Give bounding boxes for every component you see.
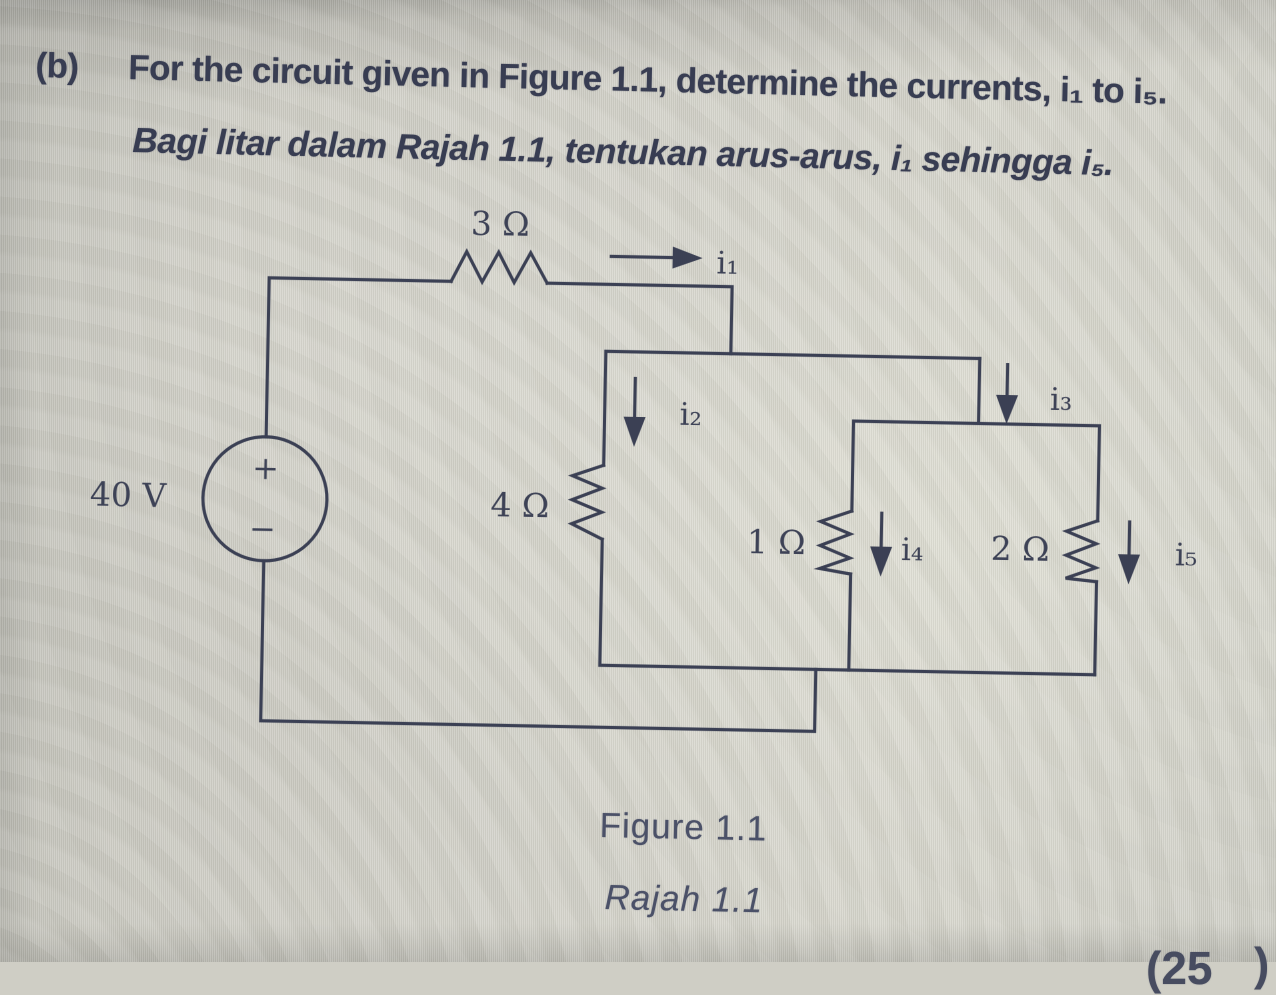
- voltage-source-plus-sign: +: [252, 449, 280, 488]
- paren-fragment-cutoff: ): [1254, 938, 1270, 990]
- figure-caption-english: Figure 1.1: [599, 806, 768, 849]
- photo-background: [0, 0, 1276, 962]
- voltage-source-circle: [201, 435, 329, 563]
- i3-arrowhead: [996, 394, 1019, 425]
- i5-arrowhead: [1118, 554, 1141, 585]
- current-i3-label: i₃: [1050, 382, 1073, 418]
- i4-arrowhead: [870, 546, 893, 577]
- i1-arrowhead: [672, 246, 703, 269]
- i1-arrow: [609, 254, 673, 260]
- resistor-1ohm-label: 1 Ω: [746, 522, 806, 562]
- resistor-4ohm-label: 4 Ω: [490, 485, 550, 525]
- current-i4-label: i₄: [901, 532, 924, 568]
- current-arrows: [609, 246, 1141, 585]
- resistor-2ohm-zigzag: [1061, 518, 1101, 584]
- resistor-2ohm-label: 2 Ω: [990, 529, 1050, 569]
- i3-arrow: [1005, 363, 1010, 398]
- i2-arrowhead: [623, 416, 646, 447]
- circuit-diagram: 40 V + − 3 Ω 4 Ω 1 Ω 2 Ω i₁ i₂ i₃ i₄ i₅: [89, 204, 1198, 734]
- figure-caption-malay: Rajah 1.1: [604, 878, 764, 921]
- voltage-source-value: 40 V: [89, 474, 167, 514]
- marks-fragment-cutoff: (25: [1146, 942, 1213, 994]
- resistor-1ohm-zigzag: [813, 509, 855, 576]
- voltage-source-minus-sign: −: [249, 510, 277, 549]
- current-i1-label: i₁: [716, 245, 739, 281]
- i5-arrow: [1127, 520, 1132, 557]
- resistor-4ohm-zigzag: [567, 463, 607, 542]
- i4-arrow: [879, 511, 884, 549]
- middle-branch-wires: [598, 349, 1097, 677]
- wire-network: [201, 248, 1102, 734]
- current-i5-label: i₅: [1175, 537, 1198, 573]
- right-loop-wires: [847, 356, 1102, 677]
- resistor-3ohm-label: 3 Ω: [470, 204, 530, 244]
- current-i2-label: i₂: [679, 397, 702, 433]
- i2-arrow: [632, 376, 637, 418]
- outer-loop-wires: [259, 276, 818, 734]
- resistor-3ohm-zigzag: [449, 248, 550, 286]
